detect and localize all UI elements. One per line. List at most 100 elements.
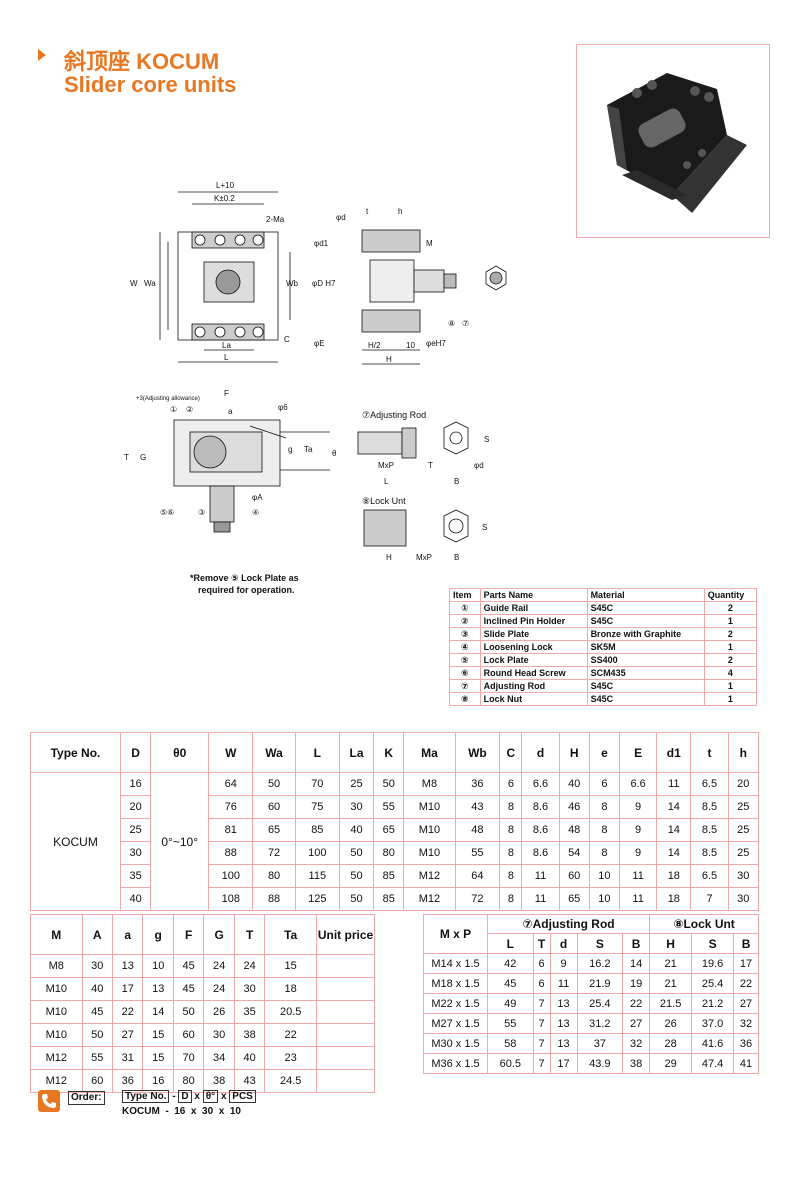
- table-cell: d: [521, 732, 560, 773]
- table-cell: 11: [656, 772, 692, 796]
- table-cell: 38: [203, 1069, 235, 1093]
- svg-text:Wb: Wb: [286, 279, 299, 288]
- table-cell: 40: [233, 1046, 266, 1070]
- title-cn: 斜顶座 KOCUM: [64, 49, 220, 74]
- rod-table-group-header: M x P ⑦Adjusting Rod ⑧Lock Unt: [423, 914, 759, 954]
- table-cell: Type No.: [30, 732, 121, 773]
- svg-text:φd1: φd1: [314, 239, 329, 248]
- table-cell: 34: [203, 1046, 235, 1070]
- table-cell: 22: [111, 1000, 144, 1024]
- table-cell: 14: [656, 818, 692, 842]
- table-cell: 21: [649, 953, 693, 974]
- table-cell: 17: [111, 977, 144, 1001]
- svg-text:φD H7: φD H7: [312, 279, 336, 288]
- table-cell: 55: [454, 841, 501, 865]
- table-cell: Lock Plate: [479, 653, 588, 667]
- svg-text:⑦Adjusting Rod: ⑦Adjusting Rod: [362, 410, 426, 420]
- side-view-drawing: [361, 229, 507, 365]
- lock-unit-drawing: [363, 509, 469, 547]
- svg-text:H/2: H/2: [368, 341, 381, 350]
- svg-text:H: H: [386, 355, 392, 364]
- table-cell: g: [142, 914, 174, 955]
- table-cell: 7: [532, 993, 551, 1014]
- title-arrow-icon: [38, 49, 46, 61]
- table-cell: a: [111, 914, 144, 955]
- table-cell: M10: [403, 795, 456, 819]
- table-cell: 31.2: [576, 1013, 624, 1034]
- svg-text:S: S: [482, 523, 487, 532]
- table-cell: 18: [656, 887, 692, 911]
- svg-text:M: M: [426, 239, 433, 248]
- table-cell: 6.6: [521, 772, 560, 796]
- table-cell: 60: [172, 1023, 205, 1047]
- table-cell: M x P: [423, 914, 488, 954]
- table-cell: Wb: [454, 732, 501, 773]
- table-cell: 24: [203, 954, 235, 978]
- table-cell: 32: [733, 1013, 759, 1034]
- svg-text:2-Ma: 2-Ma: [266, 215, 285, 224]
- table-cell: 49: [487, 993, 534, 1014]
- table-cell: 13: [142, 977, 174, 1001]
- table-cell: 8.5: [690, 795, 729, 819]
- table-cell: t: [690, 732, 729, 773]
- table-cell: 24: [233, 954, 266, 978]
- table-cell: SCM435: [586, 666, 705, 680]
- table-cell: H: [558, 732, 590, 773]
- table-cell: [316, 1000, 375, 1024]
- table-cell: ③: [449, 627, 481, 641]
- table-cell: 16.2: [576, 953, 624, 974]
- table-cell: 23: [264, 1046, 317, 1070]
- table-cell: 9: [549, 953, 578, 974]
- table-cell: T: [233, 914, 266, 955]
- table-cell: 37: [576, 1033, 624, 1054]
- table-cell: 19.6: [691, 953, 735, 974]
- table-cell: e: [588, 732, 621, 773]
- table-cell: Round Head Screw: [479, 666, 588, 680]
- svg-text:Ta: Ta: [304, 445, 313, 454]
- table-cell: 50: [252, 772, 296, 796]
- table-cell: S45C: [586, 614, 705, 628]
- table-cell: 7: [690, 887, 729, 911]
- svg-text:T: T: [124, 453, 129, 462]
- table-cell: h: [727, 732, 760, 773]
- parts-table-header: Item Parts Name Material Quantity: [449, 588, 758, 602]
- table-cell: 25: [338, 772, 375, 796]
- section-view-drawing: [173, 419, 330, 533]
- table-cell: T: [532, 933, 551, 954]
- table-cell: K: [373, 732, 405, 773]
- table-cell: 125: [294, 887, 340, 911]
- table-cell: E: [619, 732, 658, 773]
- table-cell: 4: [703, 666, 758, 680]
- svg-text:F: F: [224, 389, 229, 398]
- svg-text:10: 10: [406, 341, 415, 350]
- table-cell: Unit price: [316, 914, 375, 955]
- table-cell: 50: [172, 1000, 205, 1024]
- table-cell: 17: [733, 953, 759, 974]
- table-cell: D: [119, 732, 152, 773]
- table-cell: 88: [252, 887, 296, 911]
- table-cell: 50: [338, 841, 375, 865]
- table-cell: 35: [119, 864, 152, 888]
- table-cell: 24: [203, 977, 235, 1001]
- table-cell: 115: [294, 864, 340, 888]
- table-cell: Ma: [403, 732, 456, 773]
- table-cell: M10: [30, 1000, 83, 1024]
- table-cell: 2: [703, 653, 758, 667]
- table-cell: 2: [703, 601, 758, 615]
- table-cell: 54: [558, 841, 590, 865]
- table-cell: 6: [499, 772, 523, 796]
- table-cell: H: [649, 933, 693, 954]
- table-cell: 8: [588, 818, 621, 842]
- table-cell: L: [294, 732, 340, 773]
- table-cell: 65: [252, 818, 296, 842]
- table-cell: 20.5: [264, 1000, 317, 1024]
- table-cell: M8: [403, 772, 456, 796]
- svg-text:T: T: [428, 461, 433, 470]
- svg-text:⑧Lock Unt: ⑧Lock Unt: [362, 496, 406, 506]
